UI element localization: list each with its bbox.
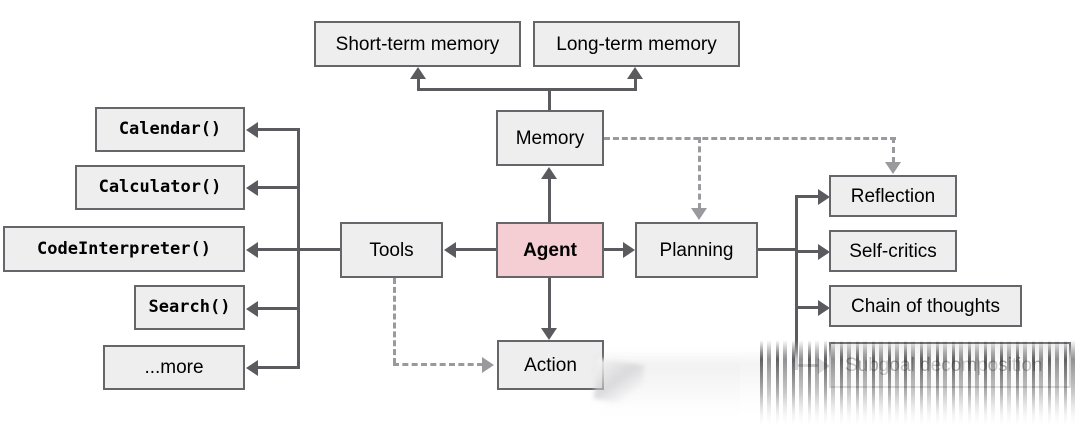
arrowhead-memory	[541, 167, 557, 179]
arrowhead-planning	[623, 242, 635, 258]
arrowhead-calendar	[246, 122, 258, 138]
node-search[interactable]: Search()	[134, 285, 245, 330]
dashed-edge-memory-to-planning	[698, 137, 701, 209]
edge-planning-to-trunk	[758, 248, 798, 251]
arrowhead-more	[246, 360, 258, 376]
node-label: Calculator()	[98, 177, 222, 197]
node-chain-of-thoughts[interactable]: Chain of thoughts	[829, 285, 1022, 327]
node-label: Action	[524, 354, 577, 376]
node-label: Self-critics	[849, 240, 937, 262]
edge-trunk-to-chain-of-thoughts	[795, 306, 823, 309]
dashed-edge-memory-to-reflection	[892, 137, 895, 163]
arrowhead-self-critics	[818, 244, 830, 260]
edge-agent-to-memory	[548, 178, 551, 224]
dashed-edge-memory-rail	[604, 137, 896, 140]
edge-trunk-to-search	[258, 307, 300, 310]
node-label: Reflection	[850, 185, 936, 207]
arrowhead-search	[246, 301, 258, 317]
node-label: ...more	[144, 357, 204, 378]
node-more[interactable]: ...more	[103, 345, 245, 390]
smear-soft-artifact	[600, 358, 800, 428]
arrowhead-reflection	[818, 189, 830, 205]
edge-agent-to-action	[548, 278, 551, 328]
edge-planning-trunk	[795, 195, 798, 370]
edge-agent-to-tools	[455, 248, 497, 251]
node-action[interactable]: Action	[497, 340, 604, 390]
node-label: Short-term memory	[335, 33, 500, 55]
arrowhead-calculator	[246, 180, 258, 196]
node-label: Subgoal decomposition	[845, 354, 1043, 376]
node-short-term-memory[interactable]: Short-term memory	[314, 21, 521, 67]
edge-tools-to-trunk	[297, 248, 343, 251]
edge-agent-to-planning	[604, 248, 624, 251]
node-label: Memory	[515, 127, 585, 149]
node-label: Calendar()	[118, 119, 222, 139]
node-label: CodeInterpreter()	[37, 238, 211, 259]
node-label: Search()	[148, 297, 231, 317]
arrowhead-tools	[444, 242, 456, 258]
edge-trunk-to-calculator	[258, 186, 300, 189]
edge-memory-trunk-horizontal	[417, 88, 637, 91]
node-tools[interactable]: Tools	[340, 222, 443, 278]
arrowhead-long-term-memory	[627, 67, 643, 79]
node-reflection[interactable]: Reflection	[829, 175, 957, 217]
arrowhead-action	[541, 328, 557, 340]
edge-trunk-to-calendar	[258, 128, 300, 131]
node-label: Planning	[659, 239, 734, 261]
node-label: Long-term memory	[556, 33, 717, 55]
node-subgoal-decomposition[interactable]: Subgoal decomposition	[829, 342, 1071, 388]
node-calendar[interactable]: Calendar()	[95, 107, 245, 152]
node-label: Chain of thoughts	[851, 295, 1000, 317]
edge-trunk-to-more	[258, 366, 300, 369]
arrowhead-code-interpreter	[246, 242, 258, 258]
edge-memory-to-short-stub	[417, 78, 420, 90]
node-agent[interactable]: Agent	[496, 222, 604, 278]
dashed-edge-tools-drop	[393, 278, 396, 364]
edge-trunk-to-self-critics	[795, 250, 823, 253]
edge-memory-trunk-vertical	[548, 88, 551, 112]
node-code-interpreter[interactable]: CodeInterpreter()	[3, 226, 245, 272]
edge-trunk-to-reflection	[795, 195, 823, 198]
node-memory[interactable]: Memory	[496, 110, 604, 166]
node-self-critics[interactable]: Self-critics	[829, 230, 957, 272]
node-label: Agent	[523, 239, 577, 261]
arrowhead-dashed-planning	[691, 208, 707, 220]
arrowhead-chain-of-thoughts	[818, 300, 830, 316]
node-calculator[interactable]: Calculator()	[75, 165, 245, 210]
dashed-edge-tools-to-action	[393, 363, 483, 366]
arrowhead-dashed-reflection	[885, 162, 901, 174]
node-planning[interactable]: Planning	[635, 222, 758, 278]
edge-memory-to-long-stub	[634, 78, 637, 90]
node-long-term-memory[interactable]: Long-term memory	[533, 21, 740, 67]
edge-trunk-to-code-interpreter	[258, 248, 300, 251]
node-label: Tools	[369, 239, 414, 261]
arrowhead-dashed-action	[482, 357, 494, 373]
arrowhead-short-term-memory	[410, 67, 426, 79]
